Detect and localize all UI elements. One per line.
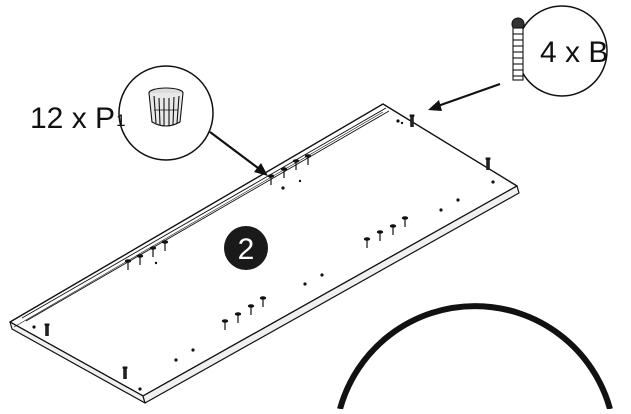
detail-circle-partial: [337, 303, 613, 410]
dowel-b-icon: [511, 17, 525, 81]
arrow-b-line: [434, 82, 501, 109]
arrow-p1-head: [254, 163, 268, 176]
step-number-badge: 2: [224, 226, 268, 270]
callout-b-label: 4 x B: [540, 36, 608, 69]
callout-p1-label: 12 x P1: [30, 102, 126, 135]
arrow-p1-line: [209, 131, 263, 172]
callout-p1: 12 x P1: [30, 65, 268, 176]
arrow-b-head: [428, 100, 442, 111]
callout-b: 4 x B: [428, 5, 608, 111]
drill-holes: [32, 119, 495, 391]
step-number: 2: [238, 233, 255, 266]
connector-p1-icon: [148, 87, 184, 127]
